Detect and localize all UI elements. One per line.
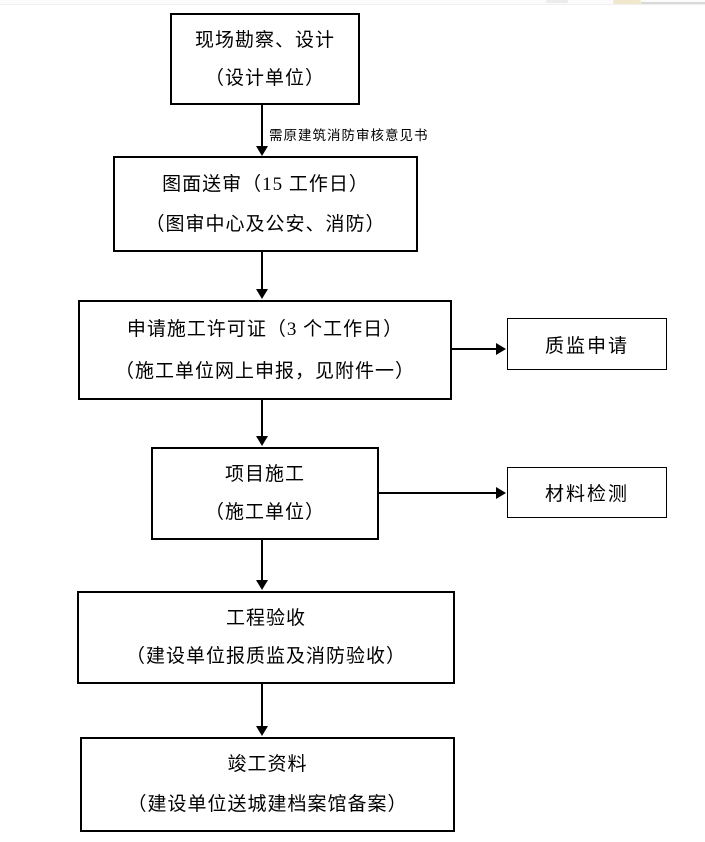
flow-node-construction: 项目施工 （施工单位） <box>151 447 379 540</box>
flow-node-review: 图面送审（15 工作日） （图审中心及公安、消防） <box>113 156 418 252</box>
flow-node-permit: 申请施工许可证（3 个工作日） （施工单位网上申报，见附件一） <box>78 300 452 400</box>
arrow-stem <box>452 348 497 350</box>
arrow-stem <box>261 540 263 580</box>
flow-node-acceptance-title: 工程验收 <box>225 607 306 629</box>
arrow-down-permit-to-construction <box>256 400 268 446</box>
arrow-stem <box>261 400 263 436</box>
arrow-right-construction-to-material <box>379 487 506 499</box>
arrow-down-review-to-permit <box>256 252 268 299</box>
edge-annotation: 需原建筑消防审核意见书 <box>269 128 429 143</box>
arrow-down-icon <box>256 436 268 446</box>
flow-node-acceptance-subtitle: （建设单位报质监及消防验收） <box>125 646 406 668</box>
arrow-stem <box>261 684 263 726</box>
arrow-down-icon <box>256 289 268 299</box>
arrow-down-icon <box>256 726 268 736</box>
arrow-right-permit-to-quality <box>452 343 506 355</box>
flow-node-survey: 现场勘察、设计 （设计单位） <box>170 13 360 105</box>
flow-node-archive-subtitle: （建设单位送城建档案馆备案） <box>127 793 408 815</box>
flow-node-permit-title: 申请施工许可证（3 个工作日） <box>126 318 404 340</box>
arrow-right-icon <box>496 343 506 355</box>
flow-node-survey-subtitle: （设计单位） <box>204 67 325 89</box>
arrow-down-survey-to-review <box>256 105 268 156</box>
toolbar-remnant-band <box>0 0 705 5</box>
arrow-stem <box>261 105 263 146</box>
flow-node-acceptance: 工程验收 （建设单位报质监及消防验收） <box>77 591 455 684</box>
arrow-down-acceptance-to-archive <box>256 684 268 736</box>
arrow-down-icon <box>256 580 268 590</box>
flow-node-material-test-label: 材料检测 <box>544 484 629 505</box>
toolbar-remnant-line <box>641 2 705 4</box>
flow-node-archive-title: 竣工资料 <box>227 754 308 776</box>
flow-node-quality-apply-label: 质监申请 <box>544 335 629 357</box>
flow-node-quality-apply: 质监申请 <box>507 318 667 370</box>
flow-node-construction-title: 项目施工 <box>224 463 305 485</box>
arrow-down-icon <box>256 146 268 156</box>
flow-node-archive: 竣工资料 （建设单位送城建档案馆备案） <box>80 737 455 832</box>
flow-node-permit-subtitle: （施工单位网上申报，见附件一） <box>114 360 415 382</box>
arrow-right-icon <box>496 487 506 499</box>
arrow-stem <box>379 492 497 494</box>
toolbar-remnant-gray-pill <box>546 0 568 3</box>
arrow-stem <box>261 252 263 289</box>
flow-node-review-title: 图面送审（15 工作日） <box>162 173 369 195</box>
flow-node-construction-subtitle: （施工单位） <box>204 502 325 524</box>
flow-node-review-subtitle: （图审中心及公安、消防） <box>145 213 386 235</box>
toolbar-remnant-beige-pill <box>613 0 641 4</box>
flow-node-material-test: 材料检测 <box>507 467 667 518</box>
flow-node-survey-title: 现场勘察、设计 <box>194 29 335 51</box>
arrow-down-construction-to-acceptance <box>256 540 268 590</box>
